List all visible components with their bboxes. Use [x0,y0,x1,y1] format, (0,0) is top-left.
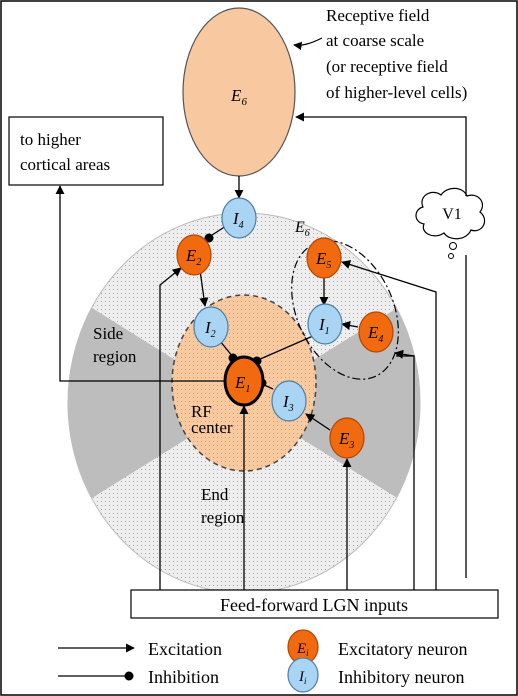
svg-text:End: End [201,485,229,504]
svg-text:(or receptive field: (or receptive field [326,57,448,76]
inh-i1-e1 [257,335,314,361]
svg-text:Receptive field: Receptive field [326,6,430,25]
legend-inhibitory-label: Inhibitory neuron [338,667,464,687]
connections [55,112,467,590]
svg-text:E3: E3 [338,429,354,451]
end-region-label: End region [201,485,245,527]
neuron-e1: E1 [223,355,265,407]
svg-text:at coarse scale: at coarse scale [326,31,424,50]
legend-inhibitory-symbol: Ii [287,657,319,693]
neuron-i1: I1 [307,303,343,345]
neuron-i2: I2 [193,306,229,348]
svg-text:I3: I3 [282,392,294,414]
svg-text:of higher-level cells): of higher-level cells) [326,83,467,102]
svg-text:Side: Side [93,324,123,343]
conn-e4-i1 [341,321,359,330]
coarse-rf-label: E6 [230,86,247,108]
legend-inhibition-label: Inhibition [148,667,219,687]
svg-text:E2: E2 [185,246,201,268]
svg-text:to higher: to higher [20,130,81,149]
svg-text:I2: I2 [204,318,216,340]
svg-text:RF: RF [191,402,212,421]
side-region-label: Side region [93,324,137,366]
e6-group-ellipse [291,240,399,380]
neuron-e2: E2 [176,234,212,276]
conn-v1-e6 [295,112,467,196]
neuron-e4: E4 [358,311,394,353]
svg-text:cortical areas: cortical areas [20,155,110,174]
legend: Excitation Inhibition Ei Excitatory neur… [58,629,467,693]
conn-lgn-e2 [159,267,182,590]
e6-group-label: E6 [294,219,310,239]
neuron-i4: I4 [221,197,257,239]
svg-text:region: region [201,508,245,527]
lgn-inputs-box: Feed-forward LGN inputs [130,589,499,619]
rf-center-label: RF center [191,402,233,437]
svg-text:E4: E4 [367,323,383,345]
svg-text:E1: E1 [234,373,250,395]
legend-excitation-label: Excitation [148,639,222,659]
note-pointer-arrow [293,37,323,51]
neuron-e5: E5 [306,237,342,279]
svg-text:E5: E5 [315,249,331,271]
v1-bubble: V1 [415,187,486,259]
legend-inhibition-dot [124,671,134,681]
svg-text:Ii: Ii [298,669,307,686]
svg-text:I1: I1 [318,315,330,337]
conn-e2-i2 [199,269,209,307]
svg-text:center: center [191,418,233,437]
legend-excitatory-label: Excitatory neuron [338,639,467,659]
svg-text:Feed-forward LGN inputs: Feed-forward LGN inputs [220,595,408,615]
coarse-rf-ellipse: E6 [182,7,296,177]
svg-text:region: region [93,347,137,366]
neuron-i3: I3 [271,380,307,422]
svg-text:V1: V1 [442,206,462,223]
receptive-field-note: Receptive field at coarse scale (or rece… [326,6,467,102]
neuron-e3: E3 [329,417,365,459]
higher-areas-box: to higher cortical areas [8,116,164,186]
output-to-higher-areas [55,185,224,382]
conn-lgn-e5 [341,260,437,590]
conn-e3-i3 [305,413,331,431]
svg-text:Ei: Ei [296,641,309,658]
svg-text:I4: I4 [232,209,244,231]
conn-lgn-e4 [394,349,415,359]
